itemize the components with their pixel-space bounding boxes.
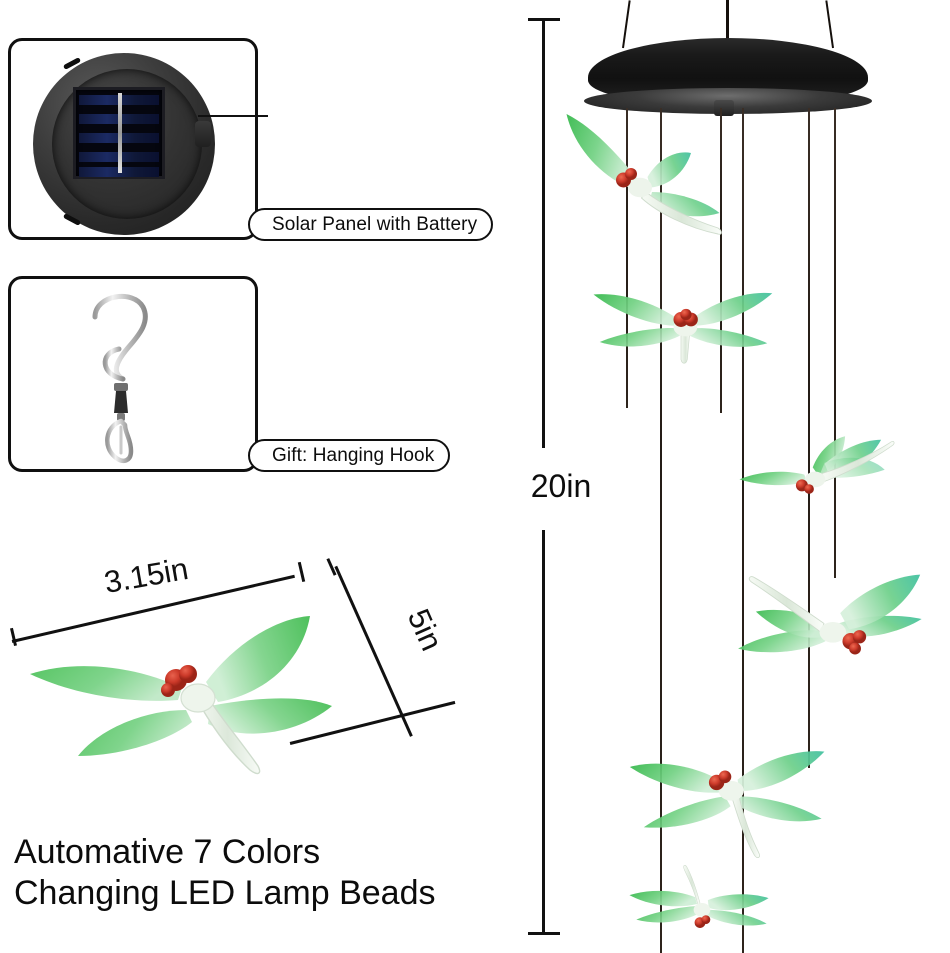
chime-string-1: [626, 108, 629, 408]
height-dimension-line-lower: [542, 530, 545, 932]
dragonfly-ornament-1: [566, 113, 722, 235]
hanging-cord-center: [726, 0, 729, 64]
chime-string-4: [742, 108, 745, 953]
height-dimension-label: 20in: [506, 468, 616, 505]
hanging-cord-right: [825, 0, 835, 49]
led-caption-line1: Automative 7 Colors: [14, 833, 321, 871]
wind-chime-product-photo: [560, 0, 950, 953]
chime-string-6: [834, 108, 837, 578]
chime-string-2: [660, 108, 663, 953]
height-dimension-line-upper: [542, 18, 545, 448]
height-dimension-cap-bottom: [528, 932, 560, 935]
solar-leader-line: [198, 115, 268, 118]
dragonfly-ornament-2: [593, 292, 773, 364]
hanging-hook-callout-text: Gift: Hanging Hook: [272, 445, 435, 466]
dragonfly-dimension-diagram: 3.15in 5in: [0, 540, 500, 840]
dragonfly-ornament-3: [739, 435, 895, 495]
led-caption-line2: Changing LED Lamp Beads: [14, 874, 436, 913]
chime-string-3: [720, 108, 723, 413]
led-caption: Automative 7 Colors Changing LED Lamp Be…: [14, 832, 534, 915]
solar-panel-callout-label: Solar Panel with Battery: [248, 208, 494, 241]
height-dimension: 20in: [506, 18, 616, 938]
hanging-hook-icon: [71, 287, 191, 467]
solar-panel-photo-box: [8, 38, 258, 240]
dragonfly-ornament-6: [629, 865, 769, 929]
solar-panel-icon: [19, 47, 249, 237]
hanging-cord-left: [622, 0, 632, 49]
dragonfly-ornament-4: [737, 574, 923, 655]
hanging-hook-photo-box: [8, 276, 258, 472]
solar-cap-hub: [714, 100, 734, 116]
solar-panel-callout-text: Solar Panel with Battery: [272, 214, 478, 235]
dragonfly-ornament-5: [629, 750, 825, 858]
chime-string-5: [808, 108, 811, 768]
dragonfly-illustration: [30, 616, 332, 775]
hanging-hook-callout-label: Gift: Hanging Hook: [248, 439, 451, 472]
